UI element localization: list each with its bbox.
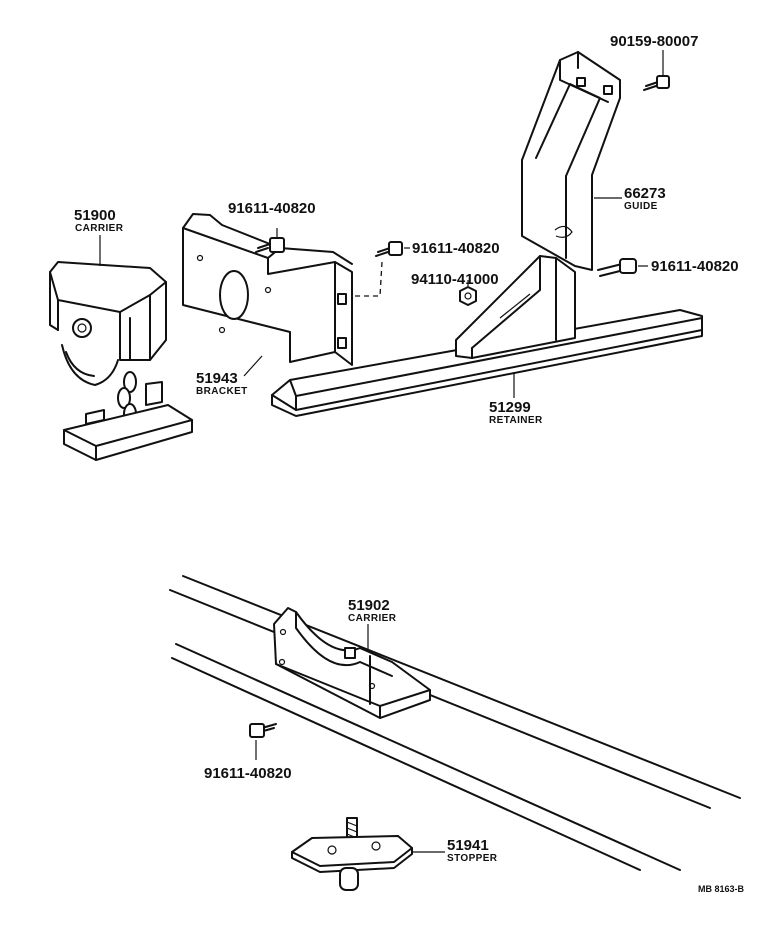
bolt-lower-number: 91611-40820 [204, 765, 292, 782]
carrier-51900-name: CARRIER [75, 223, 124, 234]
bracket-51943-name: BRACKET [196, 386, 248, 397]
guide-66273-drawing [521, 51, 621, 271]
retainer-51299-name: RETAINER [489, 415, 543, 426]
retainer-51299-drawing [271, 255, 703, 417]
carrier-51902-number: 51902 [348, 597, 390, 614]
bolt-top-drawing [643, 50, 670, 91]
bolt-bracket-number: 91611-40820 [228, 200, 316, 217]
bolt-lower-drawing [249, 723, 277, 760]
carrier-51900-drawing [49, 261, 193, 461]
bolt-right-drawing [597, 258, 648, 277]
nut-center-number: 94110-41000 [411, 271, 499, 288]
bracket-51943-drawing [182, 213, 353, 366]
bolt-center-drawing [354, 241, 410, 297]
guide-66273-name: GUIDE [624, 201, 658, 212]
stopper-51941-name: STOPPER [447, 853, 498, 864]
bolt-bracket-drawing [255, 228, 285, 253]
carrier-51902-name: CARRIER [348, 613, 397, 624]
bracket-51943-leader [243, 355, 263, 377]
diagram-code: MB 8163-B [698, 884, 745, 894]
frame-rails [169, 575, 741, 871]
bolt-right-number: 91611-40820 [651, 258, 739, 275]
bolt-center-number: 91611-40820 [412, 240, 500, 257]
bolt-top-number: 90159-80007 [610, 33, 698, 50]
carrier-51902-drawing [273, 607, 431, 719]
stopper-51941-number: 51941 [447, 837, 489, 854]
bracket-51943-number: 51943 [196, 370, 238, 387]
stopper-51941-drawing [291, 817, 413, 891]
guide-66273-number: 66273 [624, 185, 666, 202]
nut-center-drawing [459, 280, 477, 306]
retainer-51299-number: 51299 [489, 399, 531, 416]
carrier-51900-number: 51900 [74, 207, 116, 224]
